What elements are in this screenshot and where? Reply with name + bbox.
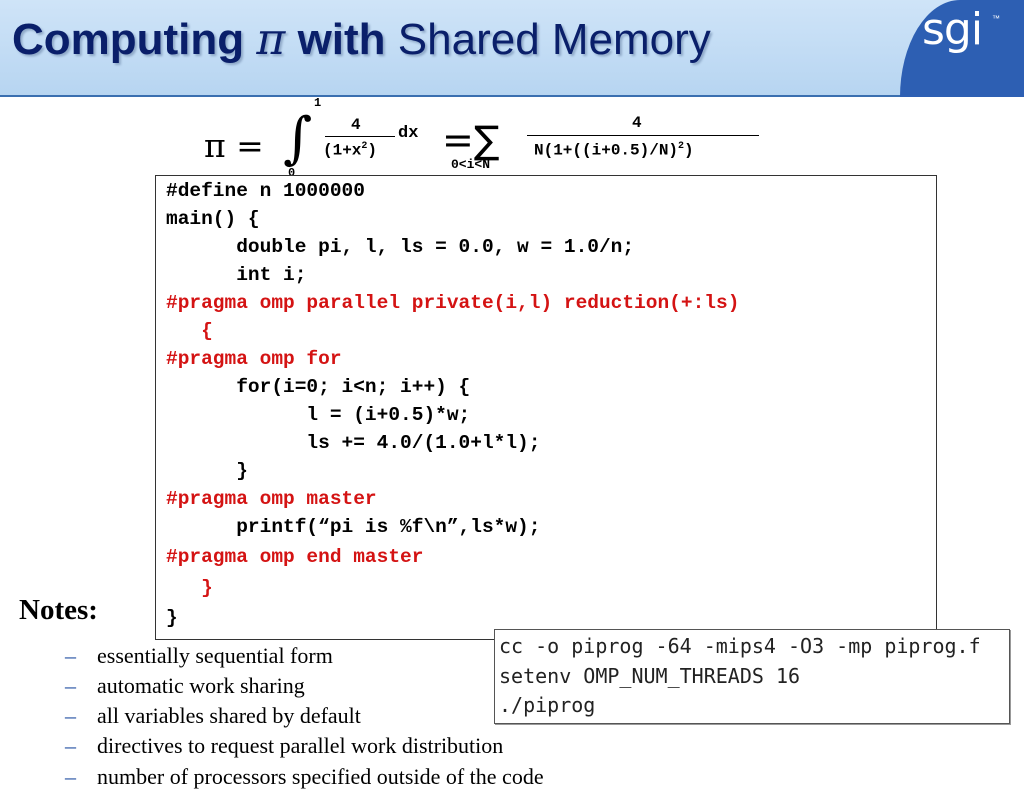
code-line: l = (i+0.5)*w; [166,404,471,426]
fraction-denominator: (1+x2) [323,141,378,160]
code-line: } [166,460,248,482]
note-item: –all variables shared by default [65,703,361,728]
code-line: #define n 1000000 [166,180,365,202]
integral-lower-limit: 0 [288,166,296,180]
sum-range: 0<i<N [451,157,491,172]
command-box: cc -o piprog -64 -mips4 -O3 -mp piprog.f… [494,629,1010,724]
code-line: main() { [166,208,260,230]
dash-bullet: – [65,733,76,758]
pragma-line: { [166,320,213,342]
command-line: cc -o piprog -64 -mips4 -O3 -mp piprog.f [499,634,981,658]
trademark-mark: ™ [992,14,1000,23]
sum-fraction-bar [527,135,759,136]
title-with: with [297,15,386,64]
fraction-bar [325,136,395,137]
command-line: ./piprog [499,693,596,717]
note-item: –essentially sequential form [65,643,333,668]
dash-bullet: – [65,703,76,728]
code-line: ls += 4.0/(1.0+l*l); [166,432,541,454]
code-listing: #define n 1000000 main() { double pi, l,… [155,175,937,640]
pragma-line: #pragma omp end master [166,546,424,568]
dx-label: dx [398,124,419,143]
pi-equals: π = [204,126,264,165]
code-line: } [166,607,178,629]
code-line: double pi, l, ls = 0.0, w = 1.0/n; [166,236,635,258]
pragma-line: #pragma omp master [166,488,377,510]
dash-bullet: – [65,673,76,698]
sum-denominator: N(1+((i+0.5)/N)2) [534,141,694,160]
pragma-line: #pragma omp for [166,348,342,370]
slide-header [0,0,1024,95]
sgi-logo: sgi [922,4,983,55]
notes-heading: Notes: [19,594,98,626]
equals-sum: =∑ [442,118,500,162]
title-pi-symbol: π [256,14,286,65]
integral-upper-limit: 1 [314,96,322,110]
code-line: printf(“pi is %f\n”,ls*w); [166,516,541,538]
sum-numerator: 4 [632,114,642,132]
command-line: setenv OMP_NUM_THREADS 16 [499,664,801,688]
integral-sign: ∫ [283,106,313,171]
slide-title: Computing π with Shared Memory [12,14,711,65]
note-item: –automatic work sharing [65,673,305,698]
dash-bullet: – [65,643,76,668]
header-divider [0,95,1024,97]
fraction-numerator: 4 [351,116,361,134]
note-item: –directives to request parallel work dis… [65,733,504,758]
pragma-line: } [166,577,213,599]
title-shared-memory: Shared Memory [397,15,711,64]
code-line: int i; [166,264,307,286]
pragma-line: #pragma omp parallel private(i,l) reduct… [166,292,740,314]
dash-bullet: – [65,764,76,789]
code-line: for(i=0; i<n; i++) { [166,376,471,398]
note-item: –number of processors specified outside … [65,764,544,789]
title-computing: Computing [12,15,245,64]
